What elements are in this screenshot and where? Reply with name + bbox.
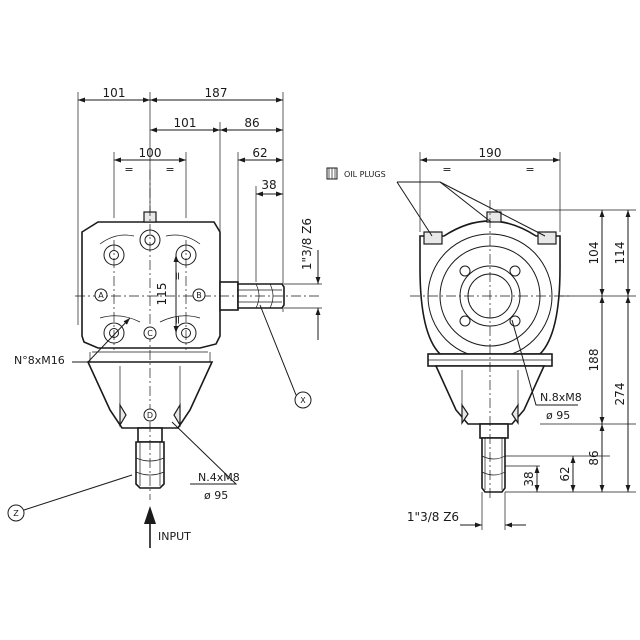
dim-62-right: 62 (558, 466, 572, 481)
dim-114: 114 (613, 242, 627, 265)
dim-101-mid: 101 (174, 116, 197, 130)
dim-274: 274 (613, 383, 627, 406)
point-c: C (147, 329, 153, 338)
equal-mark: = (171, 271, 184, 280)
holes-label-n8xm8: N.8xM8 (540, 391, 582, 404)
dim-101-top: 101 (103, 86, 126, 100)
dim-100: 100 (139, 146, 162, 160)
holes-label-n8xm16: N°8xM16 (14, 354, 65, 367)
dim-188: 188 (587, 349, 601, 372)
dim-86-right: 86 (587, 450, 601, 465)
dim-190: 190 (479, 146, 502, 160)
right-view-labels: 190 = = 114 104 188 274 86 62 38 1"3/8 Z… (344, 146, 627, 524)
equal-mark: = (171, 315, 184, 324)
left-view-labels: 101 187 101 86 100 62 38 = = 115 = = 1"3… (13, 86, 314, 543)
holes-label-dia95-right: ø 95 (546, 409, 570, 422)
left-view (7, 92, 322, 548)
equal-mark: = (442, 163, 451, 176)
dim-86: 86 (244, 116, 259, 130)
shaft-spec-left: 1"3/8 Z6 (300, 218, 314, 270)
equal-mark: = (124, 163, 133, 176)
point-b: B (196, 291, 202, 300)
dim-115: 115 (155, 283, 169, 306)
marker-z: Z (13, 509, 19, 518)
holes-label-dia95-left: ø 95 (204, 489, 228, 502)
equal-mark: = (165, 163, 174, 176)
dim-62: 62 (252, 146, 267, 160)
point-a: A (98, 291, 104, 300)
marker-x: X (300, 396, 306, 405)
dim-38: 38 (261, 178, 276, 192)
point-d: D (147, 411, 153, 420)
shaft-spec-right: 1"3/8 Z6 (407, 510, 459, 524)
dim-104: 104 (587, 242, 601, 265)
dim-38-right: 38 (522, 471, 536, 486)
input-label: INPUT (158, 530, 191, 543)
oil-plugs-label: OIL PLUGS (344, 170, 386, 179)
right-view (326, 152, 636, 530)
equal-mark: = (525, 163, 534, 176)
dim-187: 187 (205, 86, 228, 100)
holes-label-n4xm8: N.4xM8 (198, 471, 240, 484)
